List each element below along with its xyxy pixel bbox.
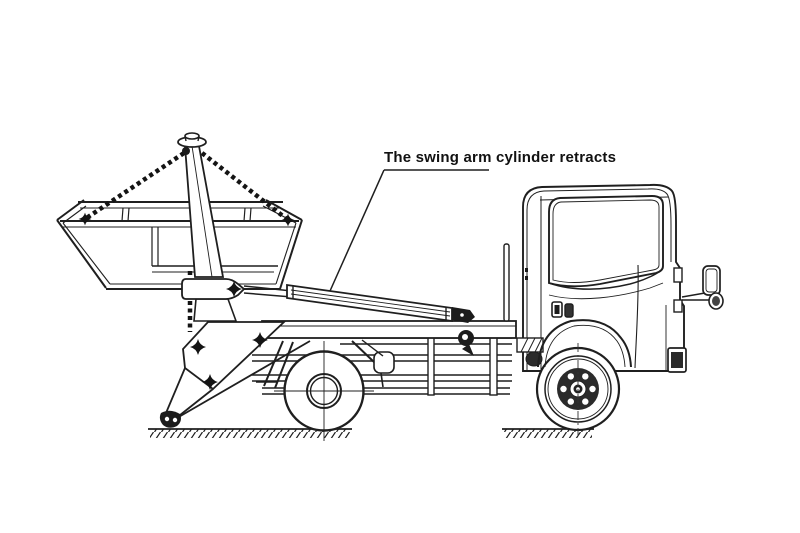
- air-tank: [373, 351, 395, 374]
- side-mirror: [681, 265, 724, 310]
- frame-post: [489, 335, 498, 396]
- frame-post: [427, 335, 435, 396]
- tow-hook: [458, 330, 474, 356]
- front-wheel: [535, 343, 621, 436]
- skip-bucket: [56, 199, 303, 290]
- cab-window: [548, 195, 664, 288]
- door-lock: [564, 303, 574, 318]
- lifting-chain-right: [200, 151, 290, 222]
- chain-anchor: [182, 147, 190, 155]
- arm-head-link: [181, 278, 246, 300]
- headboard-post: [503, 243, 510, 322]
- support-roller: [159, 410, 181, 428]
- lifting-chains: [83, 151, 290, 332]
- lifting-chain-left: [83, 151, 186, 221]
- truck-cab: [516, 183, 724, 373]
- swing-arm: [177, 132, 246, 322]
- swing-arm-cylinder: [243, 283, 475, 323]
- rear-suspension: [256, 339, 384, 389]
- ground-hatching: [148, 428, 594, 438]
- annotation-leader-line: [329, 169, 489, 292]
- front-fender: [537, 319, 632, 368]
- door-seam: [634, 264, 639, 369]
- rear-wheel: [274, 341, 374, 441]
- chassis-deck: [261, 320, 517, 339]
- annotation-label: The swing arm cylinder retracts: [384, 149, 617, 166]
